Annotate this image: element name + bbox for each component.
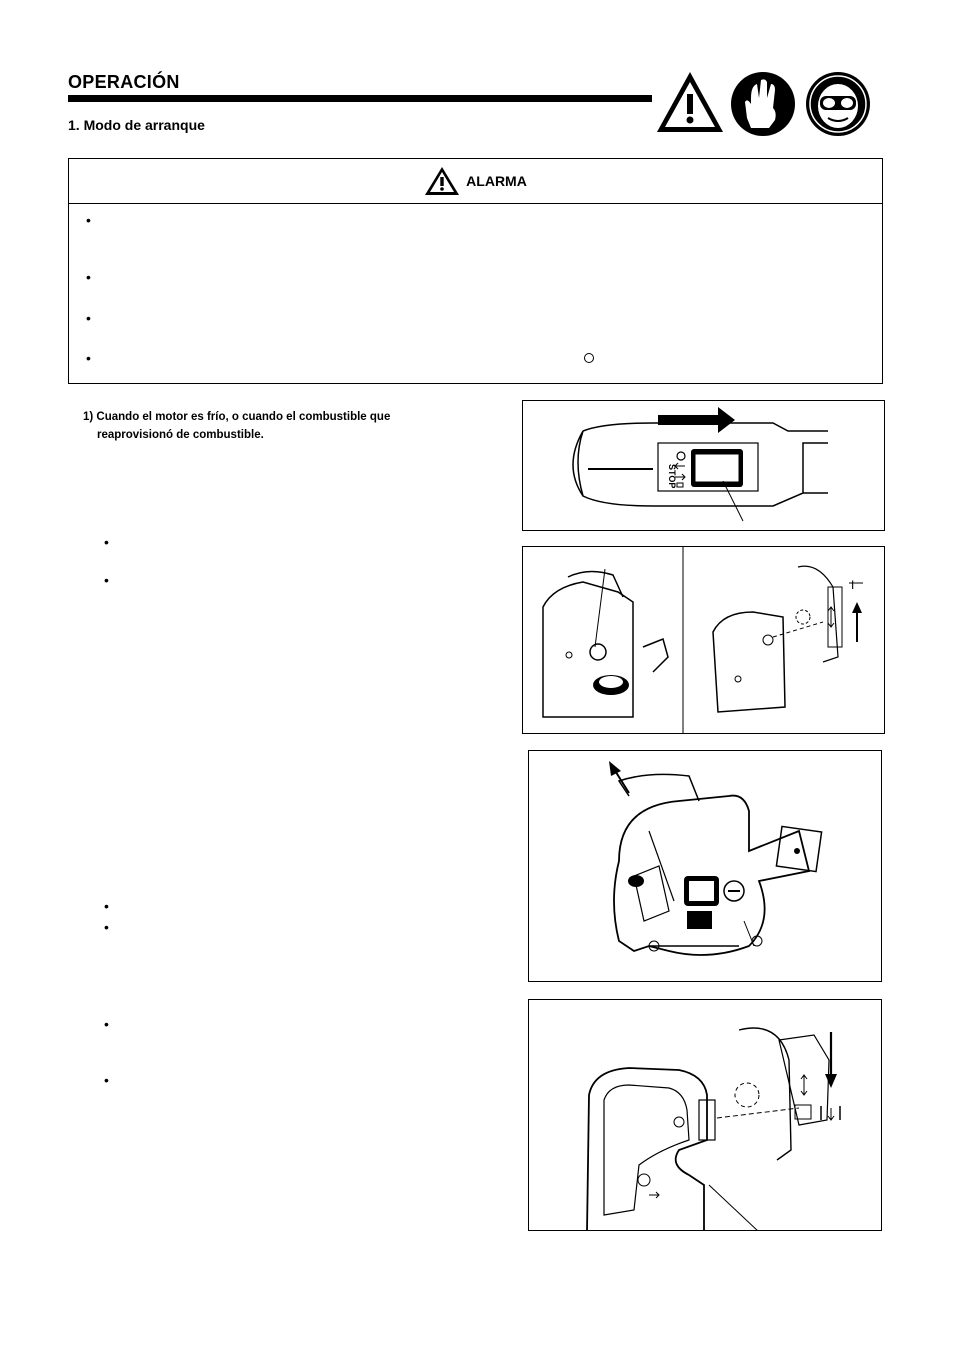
stop-label: STOP bbox=[667, 464, 677, 488]
step-bullet: • bbox=[104, 1016, 109, 1032]
warning-bullet: • bbox=[86, 212, 91, 228]
step-1-line-2: reaprovisionó de combustible. bbox=[97, 429, 264, 441]
step-bullet: • bbox=[104, 1072, 109, 1088]
step-1-text: 1) Cuando el motor es frío, o cuando el … bbox=[83, 408, 390, 444]
warning-header: ALARMA bbox=[69, 159, 882, 204]
step-bullet: • bbox=[104, 572, 109, 588]
step-bullet: • bbox=[104, 534, 109, 550]
step-1-line-1: 1) Cuando el motor es frío, o cuando el … bbox=[83, 411, 391, 423]
figure-choke-return bbox=[528, 999, 882, 1231]
face-protection-icon bbox=[806, 72, 870, 136]
figure-primer-choke: I bbox=[522, 546, 885, 734]
warning-bullet: • bbox=[86, 350, 91, 366]
figure-stop-switch: STOP bbox=[522, 400, 885, 531]
warning-box: ALARMA • • • • bbox=[68, 158, 883, 384]
section-subtitle: 1. Modo de arranque bbox=[68, 117, 205, 133]
step-bullet: • bbox=[104, 898, 109, 914]
figure-starter bbox=[528, 750, 882, 982]
warning-bullet: • bbox=[86, 269, 91, 285]
step-bullet: • bbox=[104, 919, 109, 935]
warning-title: ALARMA bbox=[466, 173, 527, 189]
circle-symbol bbox=[584, 353, 594, 363]
safety-icons bbox=[655, 68, 875, 140]
section-title: OPERACIÓN bbox=[68, 72, 180, 92]
start-label: I bbox=[851, 578, 854, 592]
warning-triangle-icon bbox=[657, 72, 723, 132]
gloves-icon bbox=[731, 72, 795, 136]
warning-bullet: • bbox=[86, 310, 91, 326]
section-divider bbox=[68, 95, 652, 102]
warning-icon bbox=[425, 167, 460, 195]
